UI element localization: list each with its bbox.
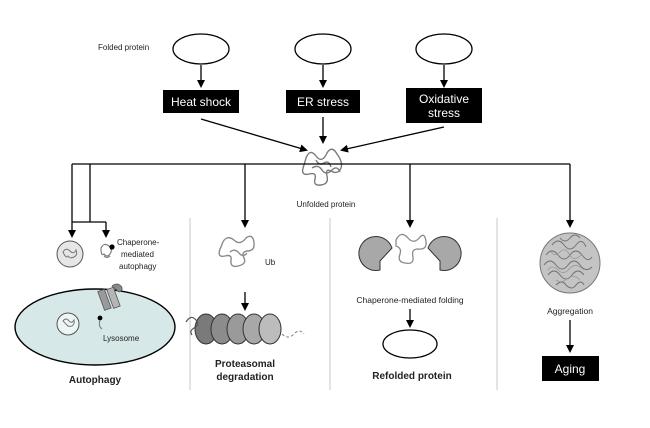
cma-chaperone-dot [109, 244, 115, 250]
folded-protein-2 [294, 33, 352, 65]
autophagosome-protein [62, 248, 78, 259]
chaperone-pair [358, 236, 462, 271]
autophagosome-circle [56, 240, 84, 268]
folded-protein-label: Folded protein [98, 43, 149, 52]
proteasomal-outcome-line1: Proteasomal [215, 359, 275, 370]
peptide-output [281, 330, 305, 338]
ub-label: Ub [265, 258, 276, 267]
protein-in-chaperone [395, 233, 427, 265]
refolded-protein-shape [382, 329, 438, 359]
folded-protein-3 [415, 33, 473, 65]
cma-protein [100, 243, 112, 259]
heat-shock-box [163, 90, 239, 113]
folded-protein-1 [172, 33, 230, 65]
cma-label-line1: Chaperone- [117, 238, 160, 247]
lysosome-chaperone-dot [97, 315, 103, 321]
lysosome [14, 288, 176, 366]
aging-label: Aging [555, 362, 586, 376]
entering-protein [185, 316, 199, 336]
protein-aggregate [539, 232, 601, 294]
er-stress-box [286, 90, 360, 113]
autophagy-outcome: Autophagy [69, 375, 122, 386]
cma-label-line3: autophagy [119, 262, 156, 271]
refolded-protein-outcome: Refolded protein [372, 371, 451, 382]
oxidative-stress-box [406, 88, 482, 123]
unfolded-protein-label: Unfolded protein [297, 200, 356, 209]
oxidative-stress-label-line2: stress [428, 106, 460, 120]
aggregation-label: Aggregation [547, 306, 593, 316]
cma-label-line2: mediated [121, 250, 154, 259]
chaperone-folding-label: Chaperone-mediated folding [356, 295, 464, 305]
lysosome-label: Lysosome [103, 334, 140, 343]
heat-shock-label: Heat shock [171, 95, 232, 109]
unfolded-protein-shape [301, 148, 343, 186]
arrow-heat-to-unfolded [200, 118, 308, 153]
proteasome [194, 313, 282, 345]
lysosome-protein-trail [98, 319, 103, 330]
lysosome-autophagosome [56, 312, 80, 336]
arrow-ox-to-unfolded [340, 126, 445, 153]
er-stress-label: ER stress [297, 95, 349, 109]
ubiquitinated-protein [218, 235, 255, 268]
aging-box [542, 356, 599, 381]
proteasomal-outcome-line2: degradation [216, 372, 273, 383]
oxidative-stress-label-line1: Oxidative [419, 92, 469, 106]
lamp2a-receptor [97, 283, 123, 311]
lysosome-inner-protein [62, 318, 75, 327]
